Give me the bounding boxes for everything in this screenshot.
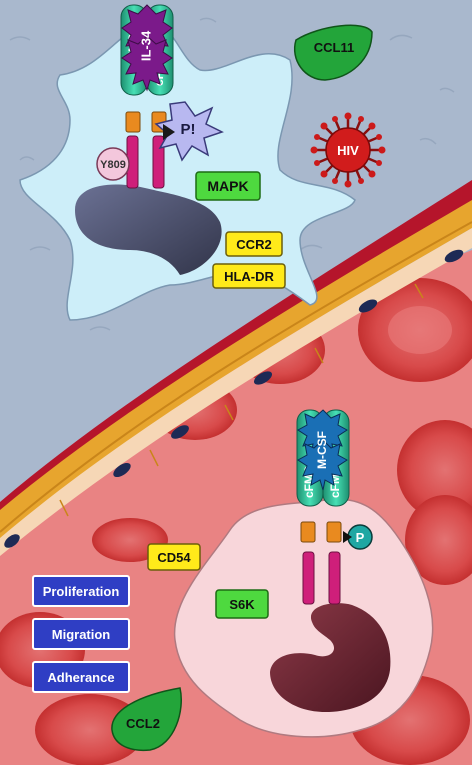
phospho-circle: P [343,524,373,550]
hiv-label: HIV [337,143,359,158]
adherance-label: Adherance [47,670,114,685]
mcsf-label: M-CSF [315,431,329,469]
ccl2-label: CCL2 [126,716,160,731]
migration-box: Migration [32,618,130,650]
microglia-nucleus [75,184,222,275]
mapk-tag: MAPK [195,171,261,201]
hiv-spike-tips [310,112,386,188]
s6k-label: S6K [229,597,255,612]
endothelial-layer [0,228,472,556]
hladr-label: HLA-DR [224,269,274,284]
proliferation-box: Proliferation [32,575,130,607]
proliferation-label: Proliferation [43,584,120,599]
ccr2-tag: CCR2 [225,231,283,257]
cd54-label: CD54 [157,550,191,565]
cd54-tag: CD54 [147,543,201,571]
hladr-tag: HLA-DR [212,263,286,289]
phosphorylation-burst: P! [154,101,224,162]
vessel-inner-line [0,221,472,533]
adherance-box: Adherance [32,661,130,693]
mapk-label: MAPK [207,178,248,194]
p-burst-label: P! [181,121,196,138]
il34-label: IL-34 [138,30,153,61]
y809-label: Y809 [100,159,126,171]
s6k-tag: S6K [215,589,269,619]
migration-label: Migration [52,627,111,642]
monocyte-nucleus [270,603,391,712]
basement-membrane [0,200,472,540]
ccl11-chemokine: CCL11 [294,24,373,81]
il34-ligand: IL-34 [121,4,173,92]
ccl2-chemokine: CCL2 [111,687,182,752]
y809-site: Y809 [96,147,130,181]
ccr2-label: CCR2 [236,237,271,252]
p-circle-label: P [356,530,365,545]
endothelial-cell-borders [59,283,424,517]
mcsf-ligand: M-CSF [297,409,348,491]
endothelial-nuclei [4,249,464,548]
hiv-core [325,127,371,173]
ccl11-label: CCL11 [314,40,354,55]
